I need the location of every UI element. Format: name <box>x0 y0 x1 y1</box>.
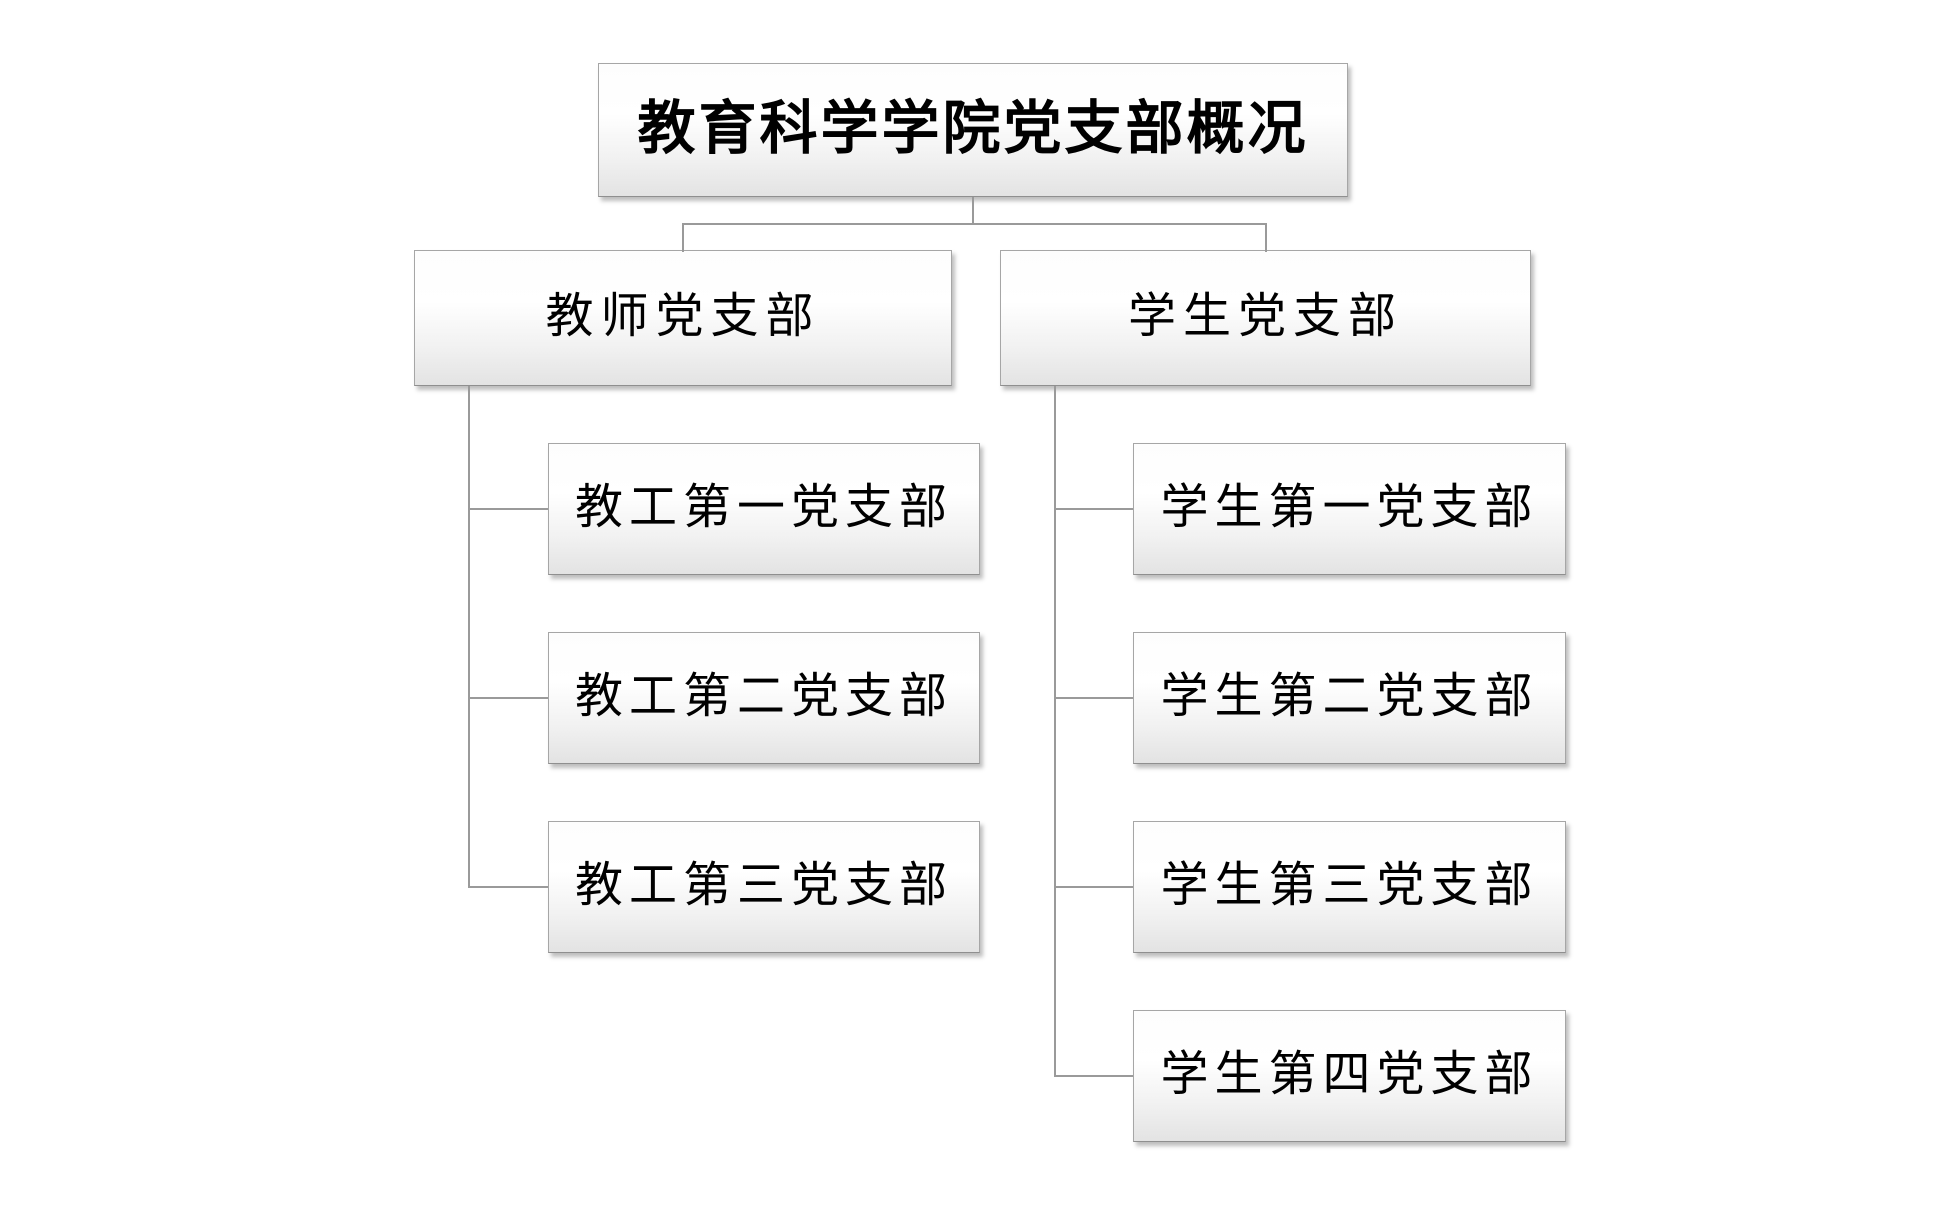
connector-drop-teacher <box>682 223 684 252</box>
org-node-teacher-sub-3: 教工第三党支部 <box>548 821 980 953</box>
connector-student-stub-2 <box>1054 697 1133 699</box>
connector-drop-student <box>1265 223 1267 252</box>
org-node-student-sub-1: 学生第一党支部 <box>1133 443 1566 575</box>
org-node-student-sub-3: 学生第三党支部 <box>1133 821 1566 953</box>
connector-student-stub-1 <box>1054 508 1133 510</box>
connector-student-stub-3 <box>1054 886 1133 888</box>
org-node-teacher-sub-1: 教工第一党支部 <box>548 443 980 575</box>
connector-root-stub <box>972 197 974 225</box>
connector-teacher-trunk <box>468 386 470 888</box>
connector-teacher-stub-3 <box>468 886 548 888</box>
connector-teacher-stub-1 <box>468 508 548 510</box>
connector-student-stub-4 <box>1054 1075 1133 1077</box>
org-node-student-branch: 学生党支部 <box>1000 250 1531 386</box>
org-node-teacher-sub-2: 教工第二党支部 <box>548 632 980 764</box>
connector-teacher-stub-2 <box>468 697 548 699</box>
connector-student-trunk <box>1054 386 1056 1077</box>
org-node-student-sub-4: 学生第四党支部 <box>1133 1010 1566 1142</box>
connector-distribution-line <box>682 223 1267 225</box>
org-node-teacher-branch: 教师党支部 <box>414 250 952 386</box>
org-node-student-sub-2: 学生第二党支部 <box>1133 632 1566 764</box>
org-node-root: 教育科学学院党支部概况 <box>598 63 1348 197</box>
